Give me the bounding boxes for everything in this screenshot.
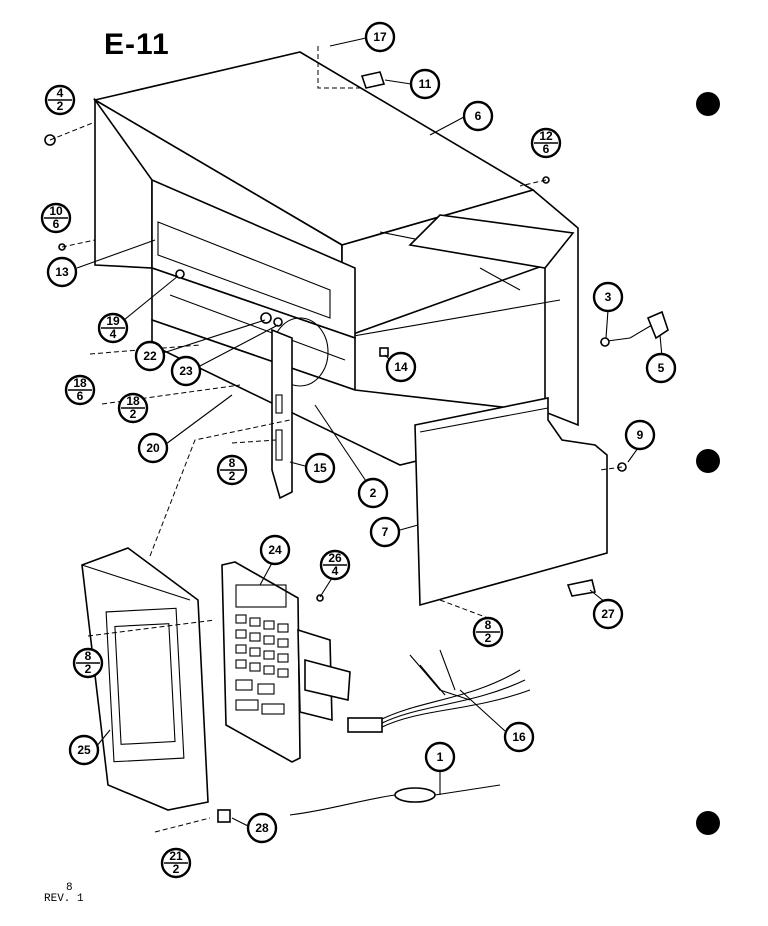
callout-23: 23 (170, 355, 202, 387)
callout-12-6: 126 (530, 127, 562, 159)
control-panel (221, 561, 351, 763)
callout-19-4: 194 (97, 312, 129, 344)
revision-label: REV. 1 (44, 893, 84, 905)
svg-text:14: 14 (394, 360, 408, 374)
svg-text:17: 17 (373, 30, 387, 44)
callout-16: 16 (503, 721, 535, 753)
svg-text:20: 20 (146, 441, 160, 455)
callout-8-2-a: 82 (216, 454, 248, 486)
door-assembly (81, 547, 209, 811)
svg-text:28: 28 (255, 821, 269, 835)
svg-text:2: 2 (370, 486, 377, 500)
page-number: 8 (66, 882, 73, 894)
svg-text:2: 2 (173, 862, 180, 876)
svg-text:22: 22 (143, 349, 157, 363)
callout-14: 14 (385, 351, 417, 383)
svg-text:7: 7 (382, 525, 389, 539)
callout-20: 20 (137, 432, 169, 464)
svg-text:8: 8 (85, 649, 92, 663)
callout-18-2: 182 (117, 392, 149, 424)
svg-text:12: 12 (539, 129, 553, 143)
svg-text:21: 21 (169, 849, 183, 863)
svg-text:23: 23 (179, 364, 193, 378)
callout-11: 11 (409, 68, 441, 100)
svg-text:9: 9 (637, 428, 644, 442)
svg-text:4: 4 (57, 86, 64, 100)
callout-3: 3 (592, 281, 624, 313)
binder-hole (696, 92, 720, 116)
svg-text:6: 6 (77, 389, 84, 403)
svg-text:6: 6 (543, 142, 550, 156)
binder-hole (696, 811, 720, 835)
callout-6: 6 (462, 100, 494, 132)
temperature-probe (217, 784, 501, 823)
binder-holes (696, 92, 720, 835)
callout-5: 5 (645, 352, 677, 384)
svg-text:5: 5 (658, 361, 665, 375)
svg-text:8: 8 (229, 456, 236, 470)
callout-8-2-c: 82 (72, 647, 104, 679)
svg-text:19: 19 (106, 314, 120, 328)
svg-text:3: 3 (605, 290, 612, 304)
power-cord (599, 310, 669, 347)
callout-27: 27 (592, 598, 624, 630)
callout-28: 28 (246, 812, 278, 844)
control-bracket (271, 328, 293, 500)
svg-text:24: 24 (268, 543, 282, 557)
svg-text:2: 2 (485, 631, 492, 645)
svg-text:4: 4 (332, 564, 339, 578)
callout-7: 7 (369, 516, 401, 548)
svg-text:15: 15 (313, 461, 327, 475)
callout-18-6: 186 (64, 374, 96, 406)
callout-4-2: 42 (44, 84, 76, 116)
svg-text:10: 10 (49, 204, 63, 218)
small-hardware (44, 71, 627, 602)
callout-2: 2 (357, 477, 389, 509)
callout-15: 15 (304, 452, 336, 484)
svg-text:2: 2 (130, 407, 137, 421)
page-footer: 8 REV. 1 (44, 883, 84, 905)
svg-text:13: 13 (55, 265, 69, 279)
svg-text:26: 26 (328, 551, 342, 565)
svg-text:6: 6 (475, 109, 482, 123)
callout-21-2: 212 (160, 847, 192, 879)
svg-text:6: 6 (53, 217, 60, 231)
svg-text:1: 1 (437, 750, 444, 764)
svg-text:18: 18 (126, 394, 140, 408)
svg-text:2: 2 (85, 662, 92, 676)
svg-text:2: 2 (229, 469, 236, 483)
callout-24: 24 (259, 534, 291, 566)
leader-lines (76, 37, 663, 827)
svg-text:2: 2 (57, 99, 64, 113)
svg-text:11: 11 (419, 77, 432, 91)
svg-text:16: 16 (512, 730, 526, 744)
callout-25: 25 (68, 734, 100, 766)
binder-hole (696, 449, 720, 473)
svg-text:4: 4 (110, 327, 117, 341)
svg-text:18: 18 (73, 376, 87, 390)
callout-22: 22 (134, 340, 166, 372)
callout-8-2-b: 82 (472, 616, 504, 648)
callout-13: 13 (46, 256, 78, 288)
svg-text:27: 27 (601, 607, 615, 621)
callout-17: 17 (364, 21, 396, 53)
callout-9: 9 (624, 419, 656, 451)
svg-text:25: 25 (77, 743, 91, 757)
callout-26-4: 264 (319, 549, 351, 581)
diagram-title: E-11 (104, 28, 170, 61)
side-panel (414, 397, 608, 607)
callout-10-6: 106 (40, 202, 72, 234)
wire-harness (347, 649, 531, 733)
callout-1: 1 (424, 741, 456, 773)
svg-text:8: 8 (485, 618, 492, 632)
